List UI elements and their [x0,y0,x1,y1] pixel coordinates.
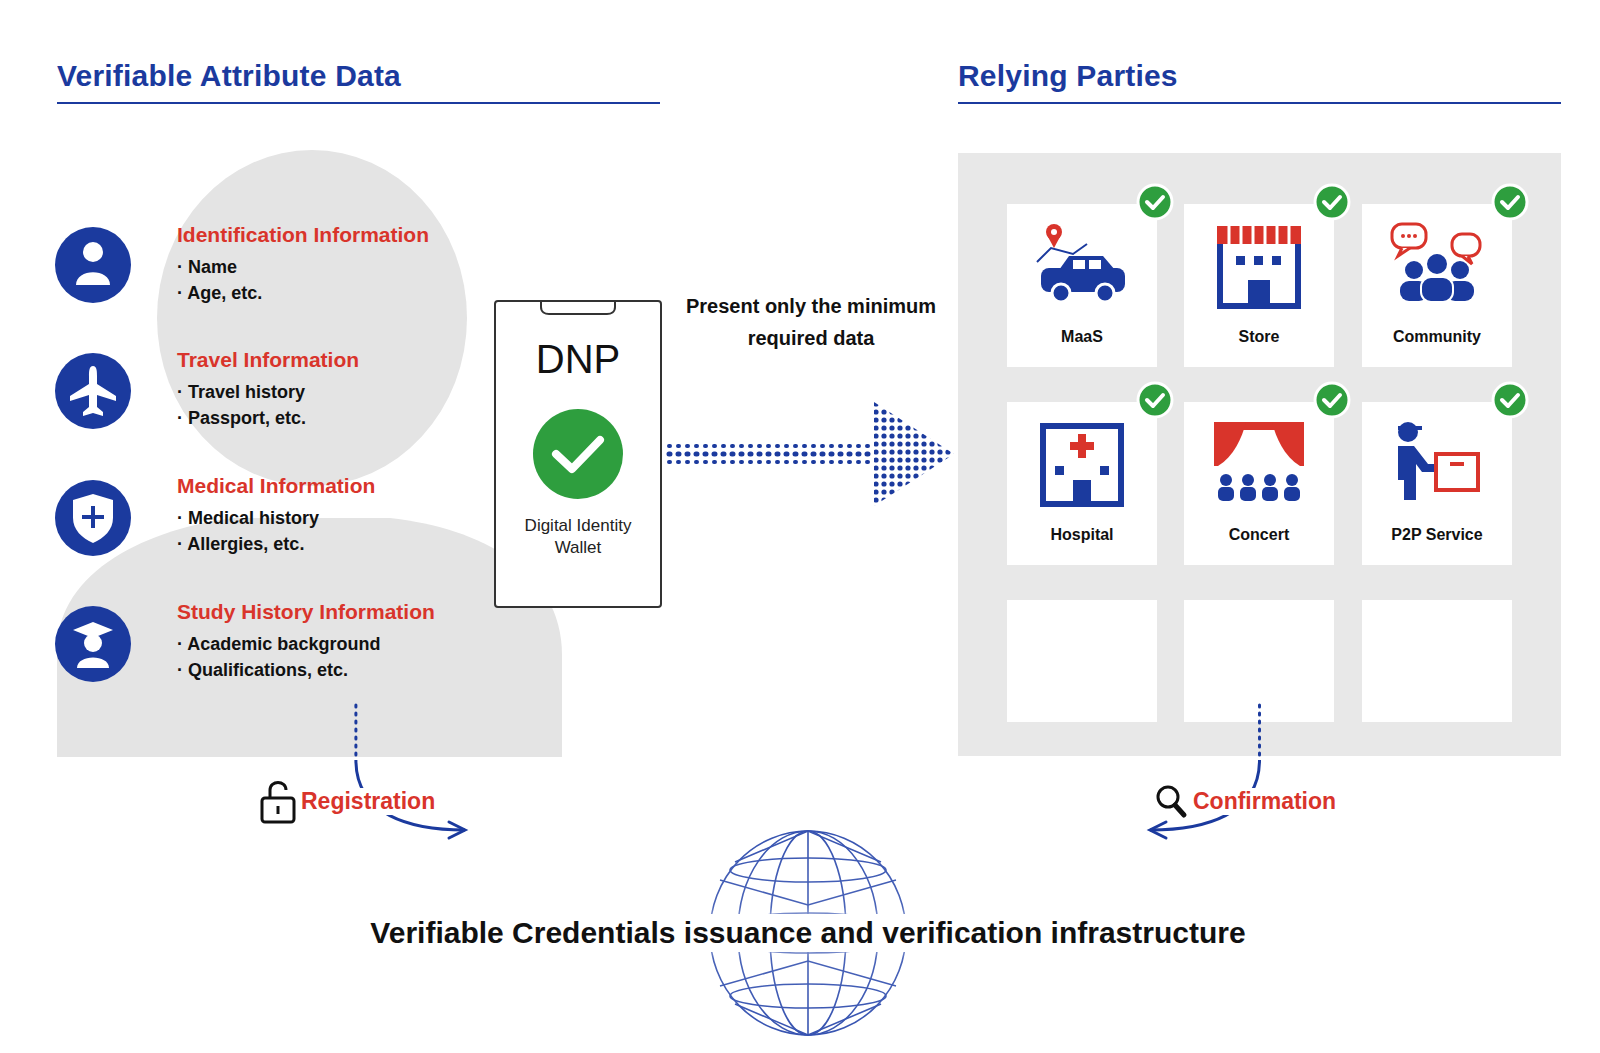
bullet-item: · Age, etc. [177,283,262,304]
panel-heading: Relying Parties [958,59,1178,93]
bullet-item: · Academic background [177,634,380,655]
category-title: Travel Information [177,348,359,372]
person-silhouette [57,150,562,757]
p2p-icon [1398,422,1478,500]
panel-ground [958,153,1561,756]
phone-outline [495,301,661,607]
heading-rule [57,102,660,104]
dotted-lead [354,705,357,760]
arrow-caption: Present only the minimum required data [680,290,942,354]
maas-icon [1037,224,1125,302]
community-icon [1392,224,1480,302]
dotted-shaft [669,452,874,457]
bullet-item: · Medical history [177,508,319,529]
store-icon [1217,226,1301,306]
infrastructure-band: Verifiable Credentials issuance and veri… [338,830,1278,1035]
party-tile: Concert [1184,402,1334,565]
party-label: Community [1362,328,1512,346]
bullet-item: · Qualifications, etc. [177,660,348,681]
arrow-head [449,822,465,838]
connector [356,705,465,838]
party-label: P2P Service [1362,526,1512,544]
hospital-icon [1043,426,1121,504]
connector [669,402,954,506]
category-icon [55,480,131,556]
dotted-shaft [669,444,874,448]
party-tile: Store [1184,204,1334,367]
dotted-shaft [669,460,874,464]
flow-label: Registration [298,788,438,815]
category-icon [55,606,131,682]
party-label: MaaS [1007,328,1157,346]
connector [1150,705,1260,838]
party-label: Store [1184,328,1334,346]
check-badge [1138,185,1527,417]
party-tile: Hospital [1007,402,1157,565]
wallet-label: Digital Identity Wallet [523,515,633,559]
concert-icon [1214,422,1304,501]
infrastructure-label: Verifiable Credentials issuance and veri… [362,914,1253,952]
party-label: Hospital [1007,526,1157,544]
dotted-lead [1258,705,1261,760]
wallet-brand: DNP [495,337,661,382]
party-tile: P2P Service [1362,402,1512,565]
category-icon [55,227,131,303]
heading-rule [958,102,1561,104]
lock-icon [262,783,294,823]
party-tile: Community [1362,204,1512,367]
dotted-head [874,402,954,506]
bullet-item: · Travel history [177,382,305,403]
category-title: Medical Information [177,474,375,498]
bullet-item: · Name [177,257,237,278]
attribute-panel: Verifiable Attribute DataIdentification … [57,55,667,760]
bullet-item: · Allergies, etc. [177,534,304,555]
party-tile: MaaS [1007,204,1157,367]
relying-panel: Relying PartiesMaaS Store CommunityHospita… [958,55,1561,760]
panel-heading: Verifiable Attribute Data [57,59,401,93]
party-label: Concert [1184,526,1334,544]
tile-grounds [1007,204,1512,722]
category-icon [55,353,131,429]
magnifier-icon [1158,787,1184,815]
bullet-item: · Passport, etc. [177,408,306,429]
category-title: Study History Information [177,600,435,624]
arrow-head [1150,822,1166,838]
flow-label: Confirmation [1190,788,1339,815]
category-title: Identification Information [177,223,429,247]
wallet-phone: DNP Digital Identity Wallet [495,301,661,607]
